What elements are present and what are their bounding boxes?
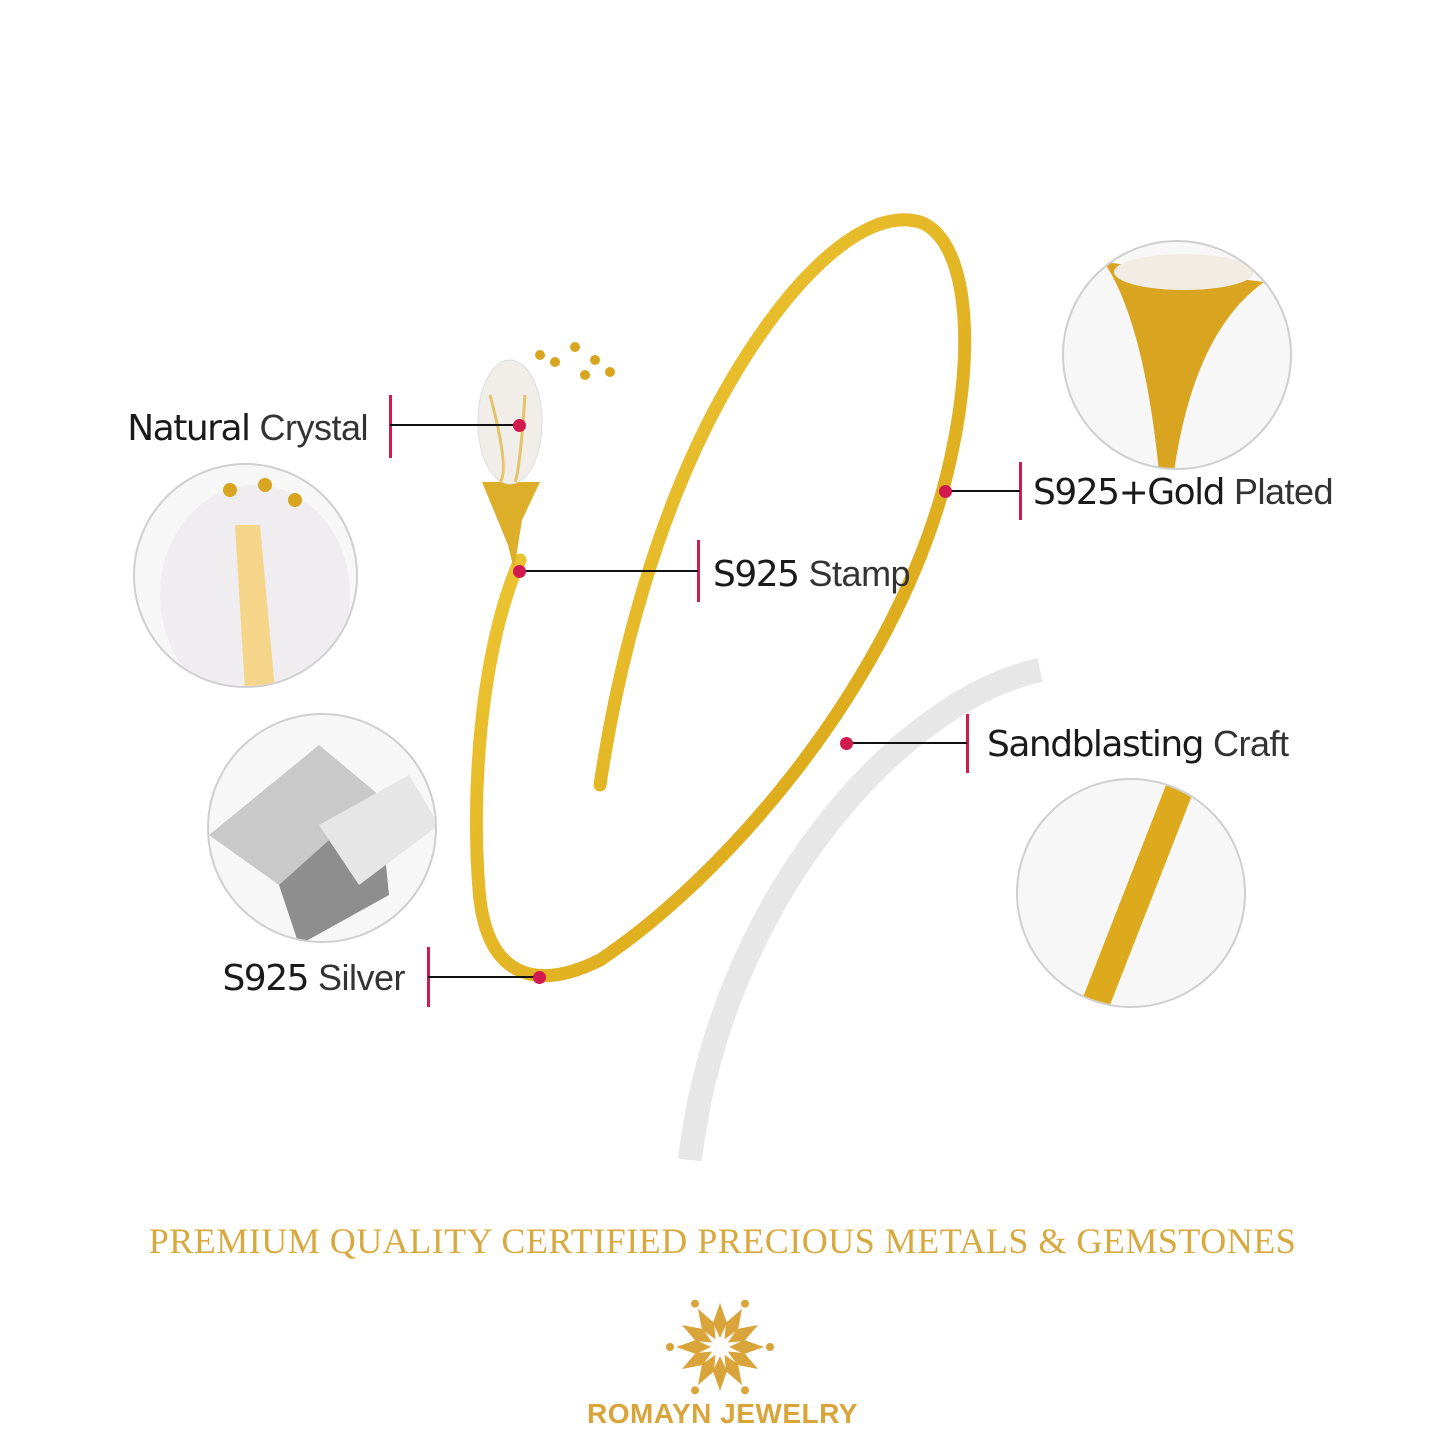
callout-dot [513, 419, 526, 432]
brand-name: ROMAYN JEWELRY [587, 1398, 858, 1429]
quality-banner: PREMIUM QUALITY CERTIFIED PRECIOUS METAL… [148, 1221, 1297, 1261]
logo-petal [727, 1325, 759, 1343]
callout-label-light: Plated [1233, 471, 1334, 512]
logo-dot [766, 1343, 774, 1351]
callout-label-bold: Sandblasting [987, 724, 1205, 765]
callout-dot [513, 565, 526, 578]
logo-dot [741, 1386, 749, 1395]
logo-dot [666, 1343, 674, 1351]
callout-dot [939, 485, 952, 498]
logo-petal [681, 1351, 713, 1369]
callout-bar [697, 540, 700, 602]
callout-label-bold: S925+Gold [1033, 472, 1226, 513]
logo-dot [741, 1299, 749, 1308]
logo-petal [698, 1354, 716, 1386]
callout-label-bold: Natural [127, 408, 251, 449]
logo-dot [691, 1299, 699, 1308]
callout-bar [966, 714, 969, 773]
callout-gold-plated: S925+Gold Plated [1033, 471, 1334, 513]
logo-petal [713, 1303, 727, 1338]
logo-petal [713, 1356, 727, 1391]
detail-circle-crystal [133, 463, 358, 688]
logo-petal [681, 1325, 713, 1343]
detail-circle-cone [1062, 240, 1292, 470]
logo-petal [729, 1340, 764, 1354]
callout-dot [533, 971, 546, 984]
logo-petal [676, 1340, 711, 1354]
callout-dot [840, 737, 853, 750]
callout-bar [1019, 462, 1022, 520]
logo-petal [724, 1308, 742, 1340]
detail-circle-silver [207, 713, 437, 943]
callout-line [428, 976, 539, 978]
callout-bar [389, 395, 392, 458]
callout-label-light: Crystal [259, 407, 368, 448]
callout-s925-stamp: S925 Stamp [713, 553, 911, 595]
callout-label-bold: S925 [713, 554, 800, 595]
callout-label-light: Stamp [808, 553, 911, 594]
callout-s925-silver: S925 Silver [222, 960, 405, 997]
logo-dot [691, 1386, 699, 1395]
callout-label-bold: S925 [222, 958, 309, 999]
callout-line [945, 490, 1020, 492]
logo-petal [724, 1354, 742, 1386]
logo-petal [698, 1308, 716, 1340]
callout-natural-crystal: Natural Crystal [127, 410, 368, 447]
callout-line [390, 424, 519, 426]
callout-sandblasting: Sandblasting Craft [987, 726, 1289, 763]
callout-label-light: Craft [1213, 723, 1289, 764]
logo-petal [727, 1351, 759, 1369]
brand-flower-logo-icon [666, 1299, 774, 1395]
detail-circle-sandblast [1016, 778, 1246, 1008]
callout-label-light: Silver [317, 957, 406, 998]
callout-line [519, 570, 698, 572]
callout-line [846, 742, 967, 744]
